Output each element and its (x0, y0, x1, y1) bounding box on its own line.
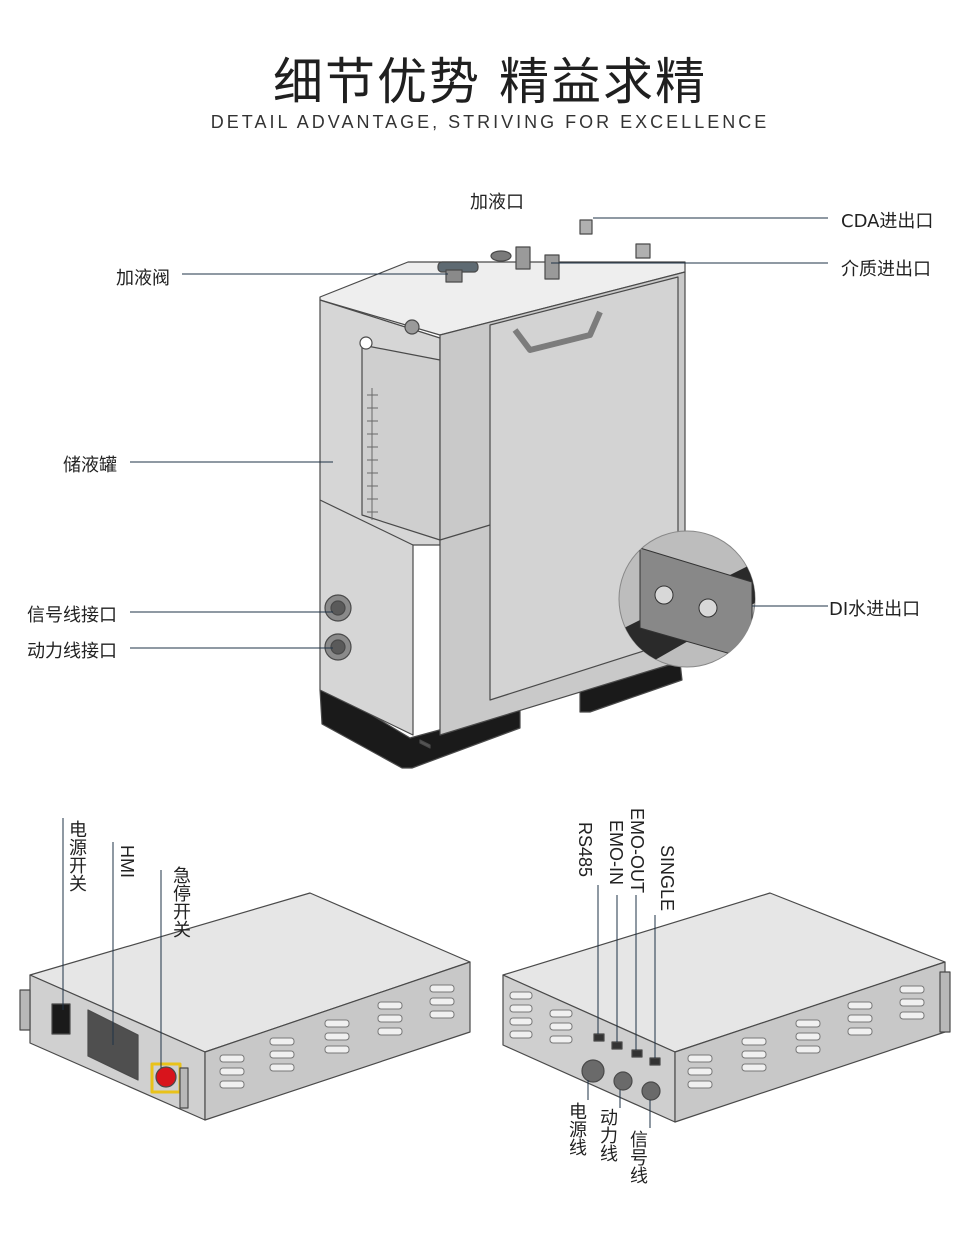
label-fill-valve: 加液阀 (116, 268, 170, 289)
power-cable-socket (581, 1059, 605, 1083)
label-signal-connector: 信号线接口 (27, 605, 117, 626)
label-reservoir: 储液罐 (63, 455, 117, 476)
label-fill-port: 加液口 (470, 192, 524, 213)
leader-lines-front (62, 818, 162, 1068)
rear-box-vents (509, 985, 925, 1089)
label-emo-in: EMO-IN (606, 820, 626, 885)
page-subtitle: DETAIL ADVANTAGE, STRIVING FOR EXCELLENC… (210, 112, 770, 132)
rear-control-box (502, 892, 951, 1123)
reservoir-face (361, 344, 441, 541)
label-hmi: HMI (117, 845, 137, 878)
label-single: SINGLE (657, 845, 677, 912)
label-power-connector: 动力线接口 (27, 641, 117, 662)
motor-cable-socket (613, 1071, 633, 1091)
label-emo-out: EMO-OUT (627, 808, 647, 893)
label-emergency-stop: 急停开关 (170, 866, 191, 938)
page-title: 细节优势 精益求精 (273, 53, 707, 111)
di-port-magnifier (618, 530, 756, 668)
estop-button (155, 1066, 177, 1088)
signal-cable-socket (641, 1081, 661, 1101)
main-unit (319, 219, 686, 769)
front-control-box (19, 892, 471, 1121)
label-power-switch: 电源开关 (66, 820, 87, 892)
leader-lines-rear (587, 885, 656, 1128)
label-cda-port: CDA进出口 (841, 211, 934, 232)
leader-lines-main (130, 217, 828, 649)
label-medium-port: 介质进出口 (841, 259, 931, 280)
label-di-water-port: DI水进出口 (829, 599, 921, 620)
label-power-cable: 电源线 (566, 1102, 587, 1156)
label-rs485: RS485 (575, 822, 595, 878)
label-motor-cable: 动力线 (597, 1108, 618, 1162)
front-box-vents (219, 984, 455, 1089)
label-signal-cable: 信号线 (627, 1130, 648, 1184)
